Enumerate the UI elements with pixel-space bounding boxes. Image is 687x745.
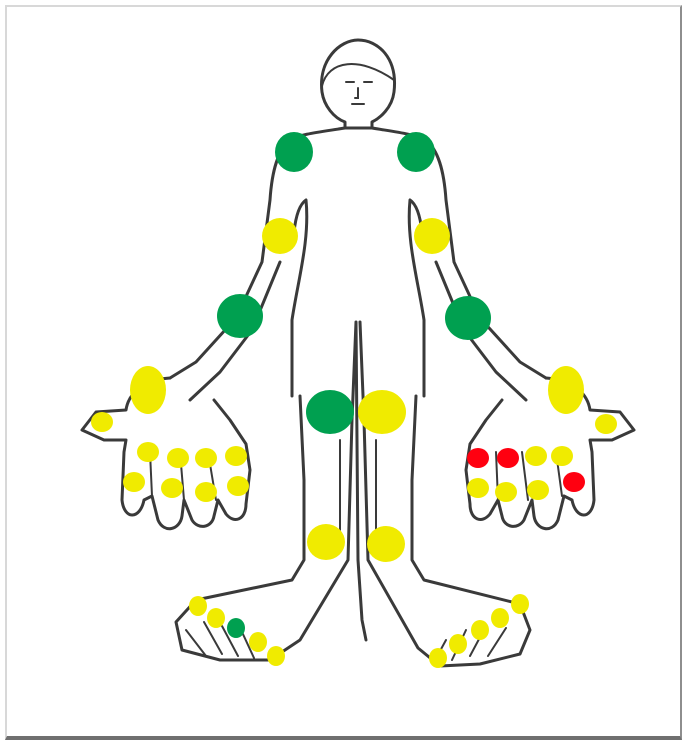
hip-left-joint [358, 390, 406, 434]
torso-outline-right [372, 128, 546, 378]
toe-left-joint-3 [471, 620, 489, 640]
knee-left-joint [367, 526, 405, 562]
thumb-cmc-right-joint [130, 366, 166, 414]
toe-right-joint-5 [267, 646, 285, 666]
mcp-left-joint-4 [551, 446, 573, 466]
mcp-right-joint-3 [195, 448, 217, 468]
thumb-cmc-left-joint [548, 366, 584, 414]
pip-left-joint-4 [563, 472, 585, 492]
face-features [346, 82, 372, 104]
pip-left-joint-3 [527, 480, 549, 500]
torso-outline [170, 128, 345, 378]
pip-left-joint-2 [495, 482, 517, 502]
mcp-right-joint-1 [137, 442, 159, 462]
elbow-left-joint [414, 218, 450, 254]
mcp-left-joint-2 [497, 448, 519, 468]
pip-right-joint-3 [195, 482, 217, 502]
toe-right-joint-1 [189, 596, 207, 616]
pip-left-joint-1 [467, 478, 489, 498]
mcp-left-joint-1 [467, 448, 489, 468]
toe-left-joint-2 [491, 608, 509, 628]
head-outline [322, 40, 395, 128]
shoulder-left-joint [397, 132, 435, 172]
hand-left [82, 378, 250, 529]
toe-left-joint-1 [511, 594, 529, 614]
hip-right-joint [306, 390, 354, 434]
toe-left-joint-4 [449, 634, 467, 654]
pip-right-joint-4 [227, 476, 249, 496]
wrist-right-joint [217, 294, 263, 338]
body-outline [82, 40, 634, 666]
thumb-ip-right-joint [91, 412, 113, 432]
elbow-right-joint [262, 218, 298, 254]
toe-right-joint-2 [207, 608, 225, 628]
hair-outline [322, 64, 394, 86]
pip-right-joint-2 [161, 478, 183, 498]
mcp-left-joint-3 [525, 446, 547, 466]
toe-right-joint-3 [227, 618, 245, 638]
knee-right-joint [307, 524, 345, 560]
toe-left-joint-5 [429, 648, 447, 668]
mcp-right-joint-4 [225, 446, 247, 466]
shoulder-right-joint [275, 132, 313, 172]
pip-right-joint-1 [123, 472, 145, 492]
wrist-left-joint [445, 296, 491, 340]
toe-right-joint-4 [249, 632, 267, 652]
mcp-right-joint-2 [167, 448, 189, 468]
thumb-ip-left-joint [595, 414, 617, 434]
